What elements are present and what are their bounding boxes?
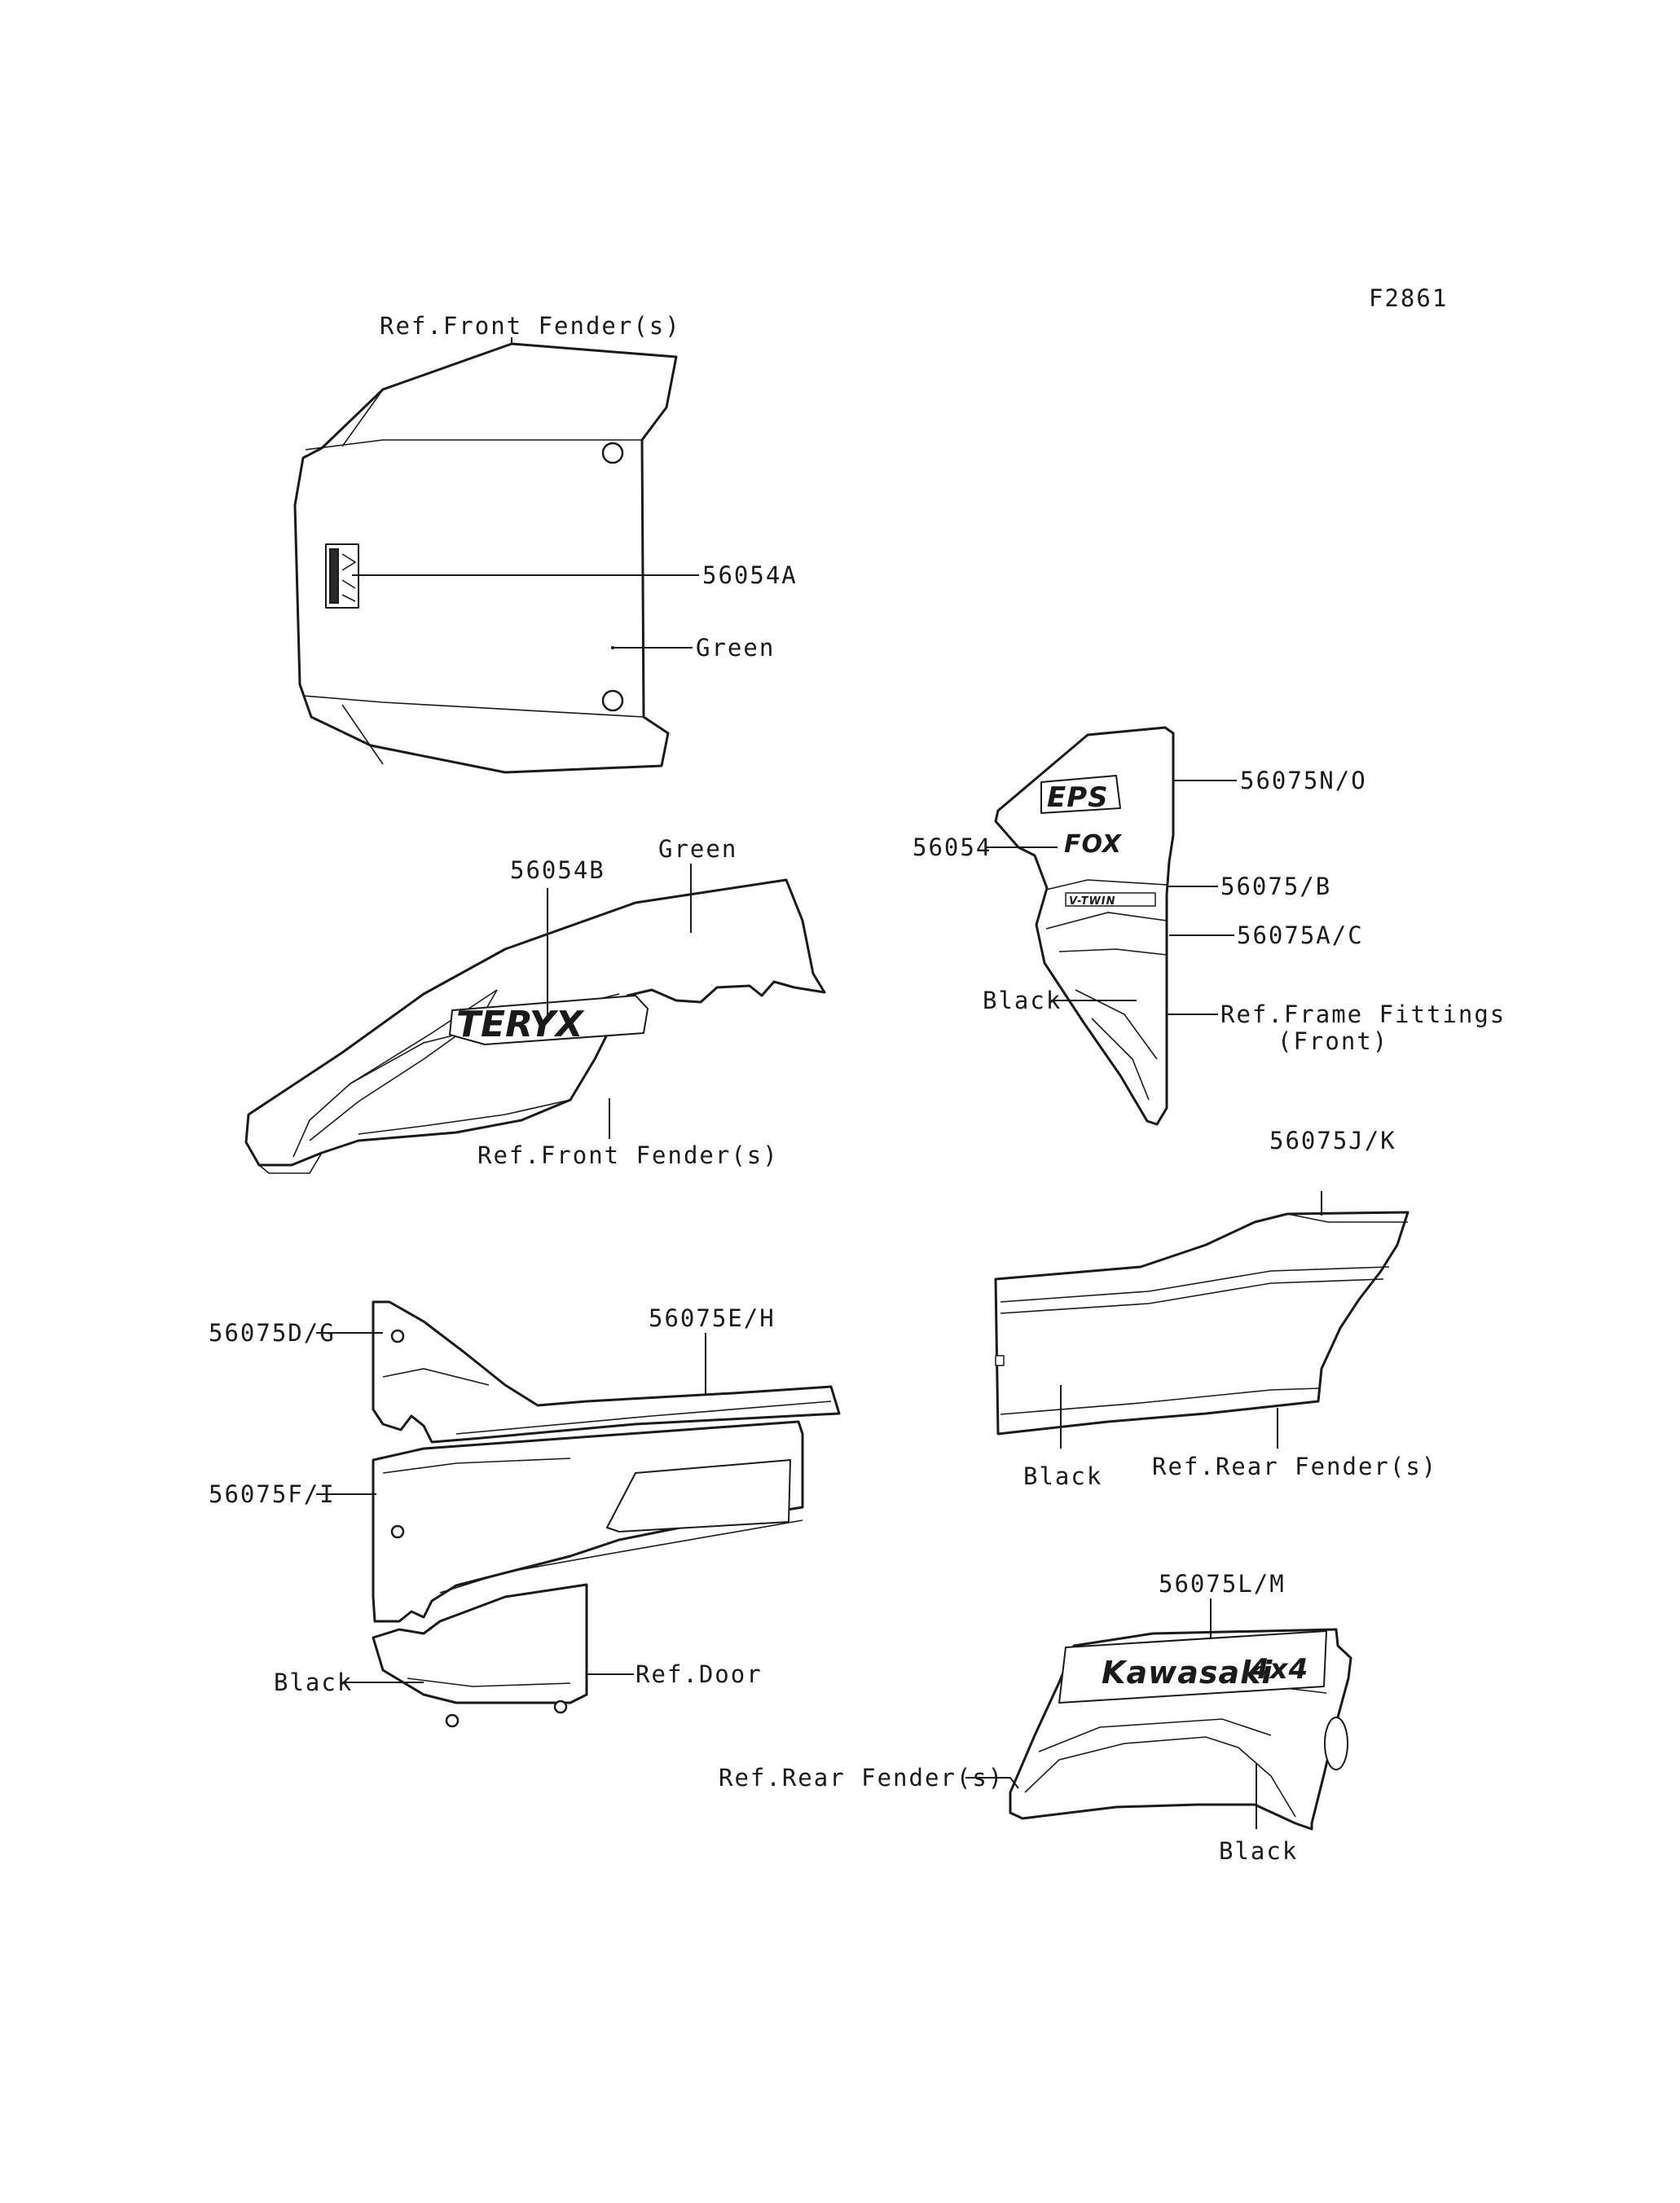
fender-decal-teryx: TERYX: [449, 995, 649, 1045]
eps-logo-text: EPS: [1047, 781, 1109, 814]
frame-decal-vtwin: V-TWIN: [1065, 892, 1156, 908]
label-side-ref-rear-fender: Ref.Rear Fender(s): [719, 1764, 1004, 1792]
label-56075d-g: 56075D/G: [209, 1319, 336, 1347]
teryx-logo-text: TERYX: [456, 1004, 585, 1045]
fox-logo-text: FOX: [1064, 830, 1123, 859]
frame-fittings-panel: [994, 726, 1175, 1126]
door-panel-bottom: [372, 1583, 588, 1728]
label-frame-ref-line2: (Front): [1278, 1027, 1388, 1055]
label-hood-green: Green: [696, 634, 775, 662]
hood-panel: [293, 342, 678, 774]
label-56075n-o: 56075N/O: [1240, 767, 1367, 794]
fourbyfour-logo-text: 4x4: [1249, 1653, 1308, 1686]
figure-code: F2861: [1369, 284, 1448, 312]
label-door-black: Black: [274, 1669, 353, 1696]
label-rear-ref-rear-fender: Ref.Rear Fender(s): [1152, 1453, 1437, 1480]
label-56075-b: 56075/B: [1220, 873, 1331, 900]
label-frame-ref-line1: Ref.Frame Fittings: [1220, 1000, 1506, 1028]
label-frame-black: Black: [983, 987, 1062, 1014]
label-ref-door: Ref.Door: [635, 1660, 763, 1688]
label-56054b: 56054B: [510, 856, 605, 884]
vtwin-logo-text: V-TWIN: [1069, 895, 1116, 908]
hood-decal-56054a: [325, 543, 359, 609]
label-56054a: 56054A: [702, 561, 798, 589]
frame-decal-fox: FOX: [1064, 830, 1123, 859]
side-decal-kawasaki: Kawasaki 4x4: [1058, 1630, 1327, 1704]
kawasaki-logo-text: Kawasaki: [1102, 1655, 1273, 1691]
label-fender-green: Green: [658, 835, 737, 863]
door-panel-upper: [372, 1300, 841, 1444]
label-56075e-h: 56075E/H: [649, 1304, 776, 1332]
door-panel-lower: [372, 1420, 804, 1623]
frame-decal-eps: EPS: [1040, 775, 1121, 814]
label-56075l-m: 56075L/M: [1159, 1570, 1286, 1598]
label-56075a-c: 56075A/C: [1237, 921, 1364, 949]
label-56075j-k: 56075J/K: [1269, 1127, 1396, 1154]
label-rear-black: Black: [1023, 1462, 1102, 1490]
label-56075f-i: 56075F/I: [209, 1480, 336, 1508]
label-side-black: Black: [1219, 1837, 1298, 1865]
rear-fender-panel: [994, 1211, 1410, 1436]
label-fender-ref-front-fender: Ref.Front Fender(s): [477, 1141, 779, 1169]
label-hood-ref-front-fender: Ref.Front Fender(s): [380, 312, 681, 340]
label-56054: 56054: [913, 833, 992, 861]
